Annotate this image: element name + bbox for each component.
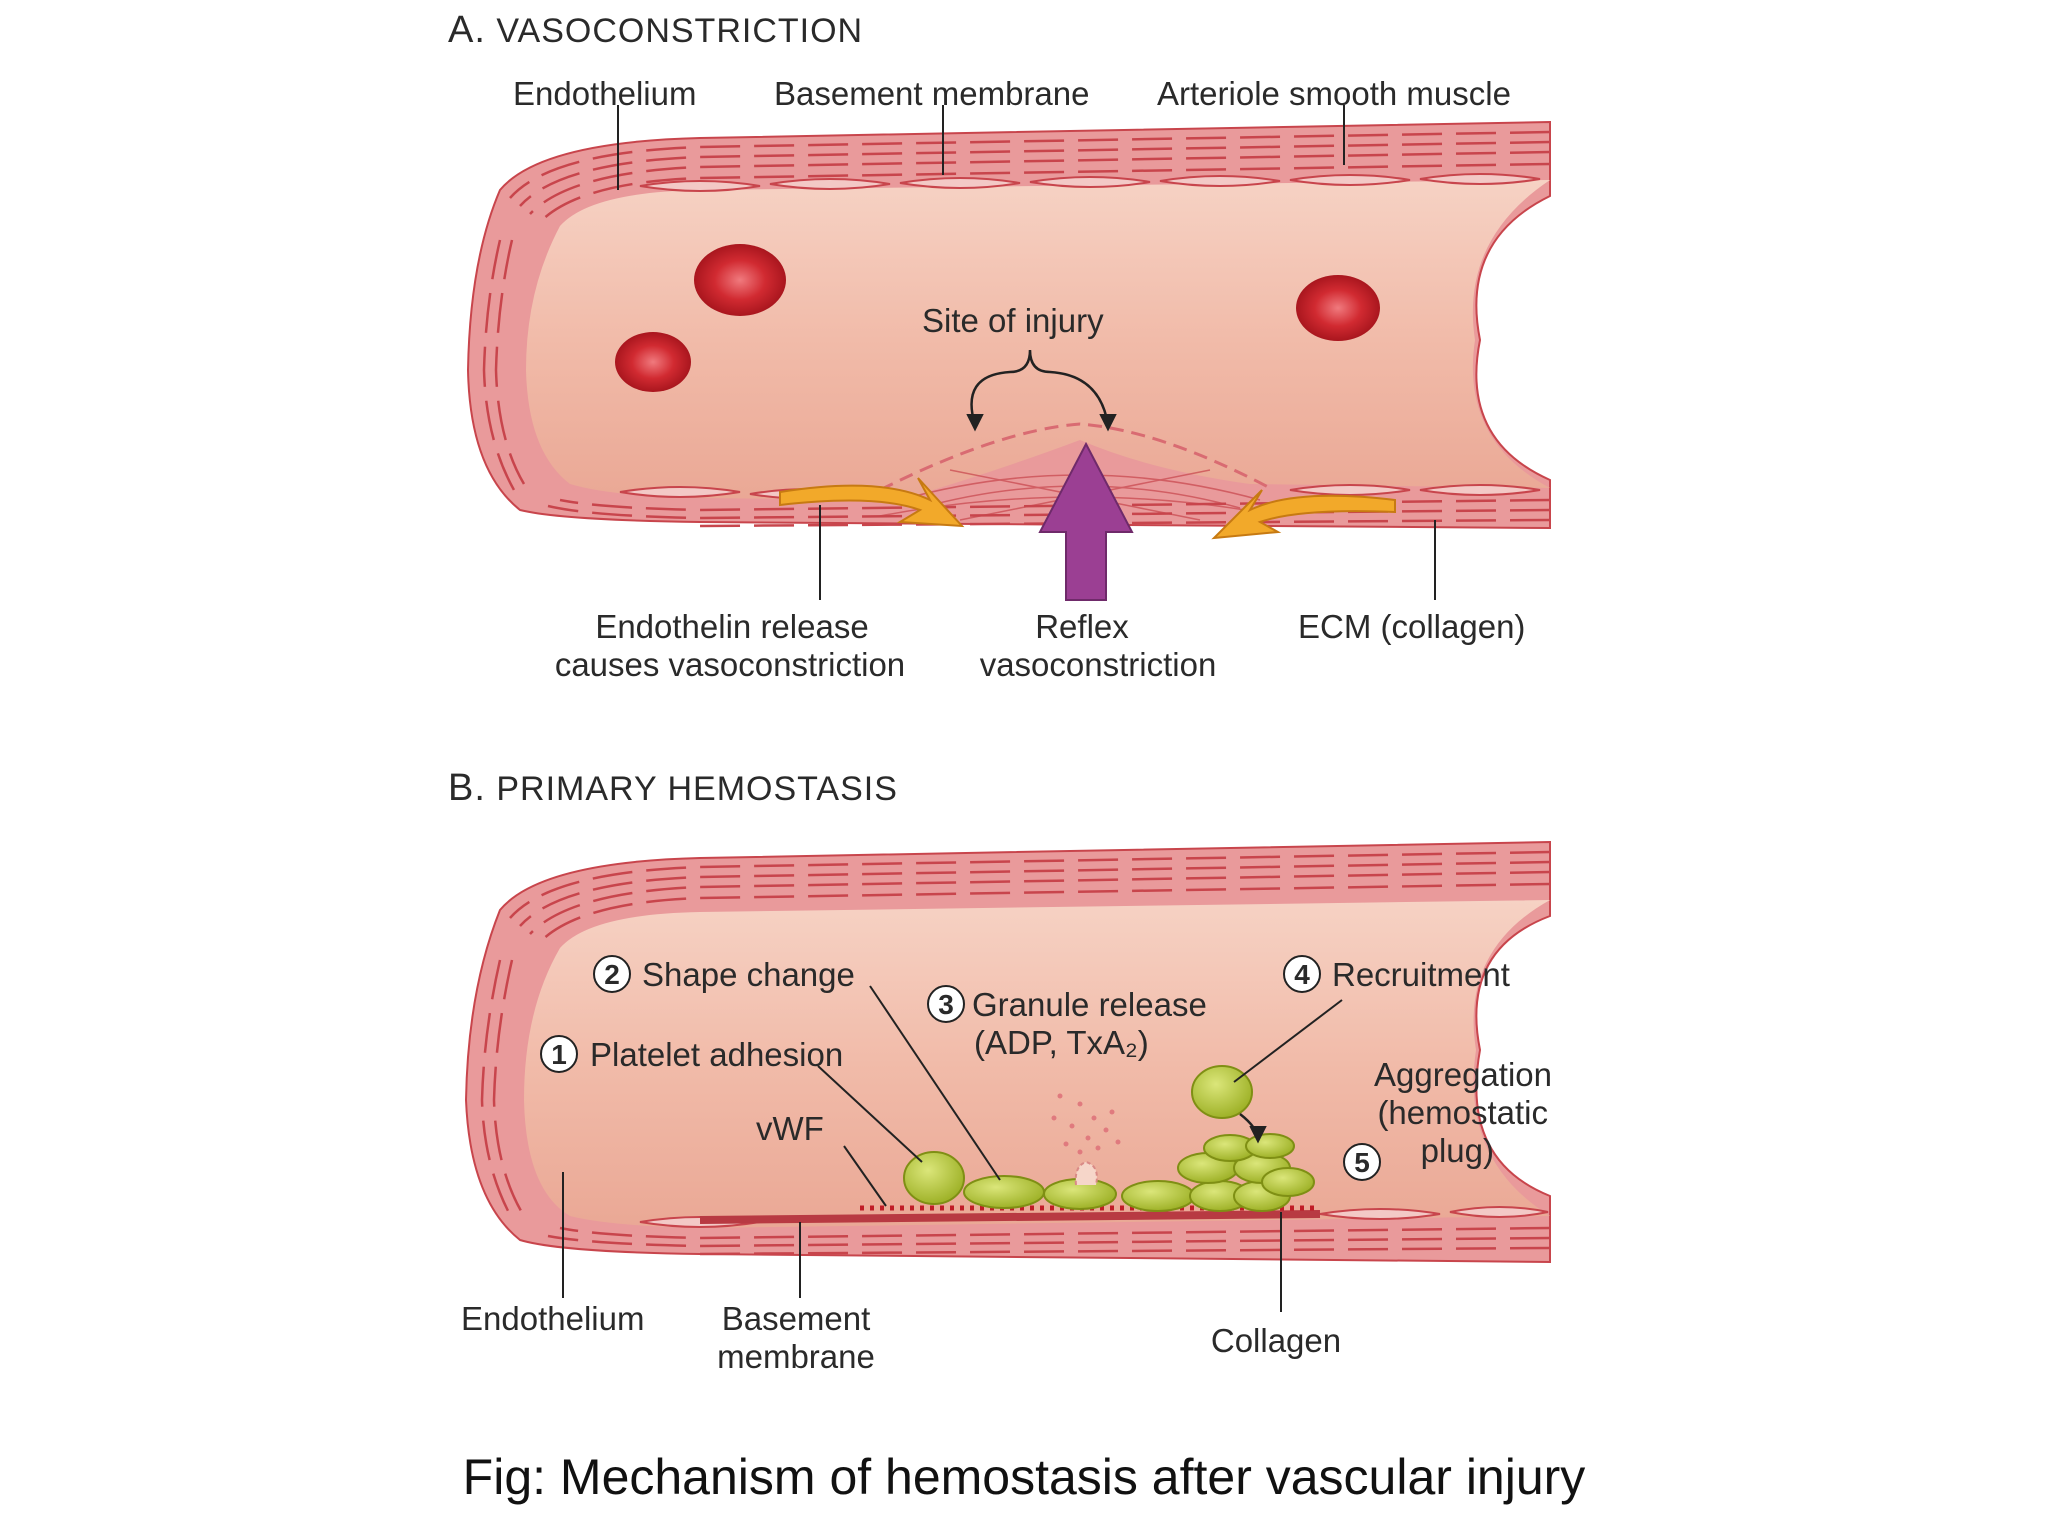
leader-lines-a — [617, 105, 1436, 600]
step-number: 5 — [1354, 1147, 1370, 1178]
label-collagen: Collagen — [1211, 1322, 1341, 1359]
label-adp-txa2: (ADP, TxA₂) — [974, 1024, 1149, 1061]
basement-membrane-band — [699, 1210, 1321, 1224]
step-number: 2 — [604, 959, 620, 990]
label-endothelin-release: Endothelin release — [595, 608, 868, 645]
step-number: 3 — [938, 989, 954, 1020]
label-endothelin-causes: causes vasoconstriction — [555, 646, 905, 683]
label-vwf: vWF — [756, 1110, 824, 1147]
panel-a-title: A. VASOCONSTRICTION — [448, 9, 863, 51]
step-number: 1 — [551, 1039, 567, 1070]
step-number-circle — [927, 985, 965, 1023]
step-1: 1 Platelet adhesion — [540, 1035, 843, 1073]
label-granule-release: Granule release — [972, 986, 1207, 1023]
label-aggregation: Aggregation — [1374, 1056, 1552, 1093]
recruitment-arrow — [1239, 1113, 1267, 1144]
label-hemostatic: (hemostatic — [1377, 1094, 1548, 1131]
red-blood-cell — [1296, 275, 1380, 341]
wall-layers-a — [482, 130, 1551, 528]
step-3: 3 Granule release (ADP, TxA₂) — [927, 985, 1207, 1061]
label-reflex: Reflex — [1035, 608, 1129, 645]
step-5: 5 Aggregation (hemostatic plug) — [1343, 1056, 1552, 1181]
endothelin-arrow-left — [779, 477, 965, 528]
wall-layers-b — [480, 850, 1551, 1256]
label-plug: plug) — [1421, 1132, 1494, 1169]
step-2: 2 Shape change — [593, 955, 855, 993]
panel-a: A. VASOCONSTRICTION — [448, 9, 1551, 683]
platelet-flat — [1121, 1180, 1195, 1212]
vessel-lumen-a — [526, 180, 1550, 500]
reflex-vasoconstriction-arrow — [1038, 441, 1134, 601]
platelet-aggregate — [1245, 1133, 1295, 1159]
panel-b-title: B. PRIMARY HEMOSTASIS — [448, 767, 898, 809]
site-of-injury-brace — [970, 349, 1110, 426]
step-number-circle — [1343, 1143, 1381, 1181]
step-4: 4 Recruitment — [1283, 955, 1510, 993]
label-recruitment: Recruitment — [1332, 956, 1510, 993]
step-number-circle — [1283, 955, 1321, 993]
label-site-of-injury: Site of injury — [922, 302, 1104, 339]
red-blood-cell — [615, 332, 691, 392]
label-membrane: membrane — [717, 1338, 875, 1375]
red-blood-cell — [694, 244, 786, 316]
injury-site-a — [879, 422, 1271, 492]
label-endothelium-b: Endothelium — [461, 1300, 644, 1337]
endothelin-arrow-right — [1211, 489, 1396, 540]
granule-particles — [1051, 1093, 1121, 1155]
platelets — [903, 1065, 1315, 1212]
platelet-shape-changed — [963, 1175, 1045, 1209]
label-basement-membrane-a: Basement membrane — [774, 75, 1089, 112]
platelet-aggregate — [1261, 1167, 1315, 1197]
label-shape-change: Shape change — [642, 956, 855, 993]
label-ecm-collagen: ECM (collagen) — [1298, 608, 1525, 645]
granule-releasing-platelet — [1074, 1160, 1098, 1186]
leader-lines-b — [562, 985, 1343, 1312]
label-endothelium-a: Endothelium — [513, 75, 696, 112]
step-number-circle — [540, 1035, 578, 1073]
step-number-circle — [593, 955, 631, 993]
label-reflex-vasoconstriction: vasoconstriction — [980, 646, 1217, 683]
endothelial-cells-b — [639, 1206, 1549, 1228]
step-number: 4 — [1294, 959, 1310, 990]
label-basement: Basement — [722, 1300, 871, 1337]
figure-caption: Fig: Mechanism of hemostasis after vascu… — [462, 1449, 1586, 1505]
label-platelet-adhesion: Platelet adhesion — [590, 1036, 843, 1073]
label-smooth-muscle: Arteriole smooth muscle — [1157, 75, 1511, 112]
platelet-recruited — [1191, 1065, 1253, 1119]
panel-b: B. PRIMARY HEMOSTASIS — [448, 767, 1552, 1375]
platelet-adhered — [903, 1151, 965, 1205]
